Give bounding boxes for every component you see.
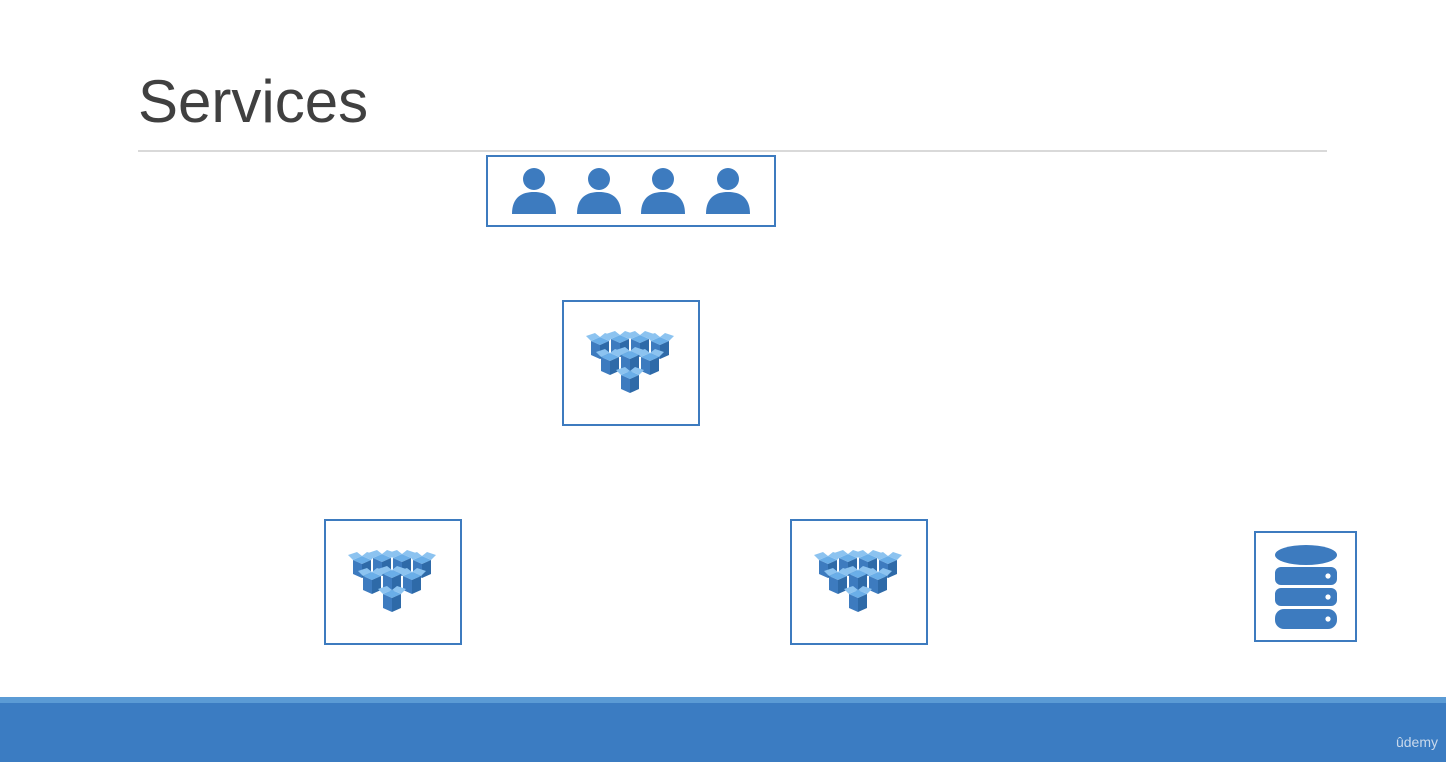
pods-box-left	[324, 519, 462, 645]
user-icon	[576, 168, 621, 214]
user-icon	[641, 168, 686, 214]
database-box	[1254, 531, 1357, 642]
pods-box-top	[562, 300, 700, 426]
boxes-icon	[814, 550, 902, 612]
title-divider	[138, 150, 1327, 152]
user-icon	[706, 168, 751, 214]
footer-accent-strip	[0, 697, 1446, 703]
brand-watermark: ûdemy	[1395, 734, 1438, 750]
slide-title: Services	[138, 68, 369, 135]
database-icon	[1274, 544, 1337, 629]
pods-box-middle	[790, 519, 928, 645]
users-box	[486, 155, 776, 227]
boxes-icon	[348, 550, 436, 612]
user-icon	[511, 168, 556, 214]
footer-bar	[0, 703, 1446, 762]
boxes-icon	[586, 331, 674, 393]
